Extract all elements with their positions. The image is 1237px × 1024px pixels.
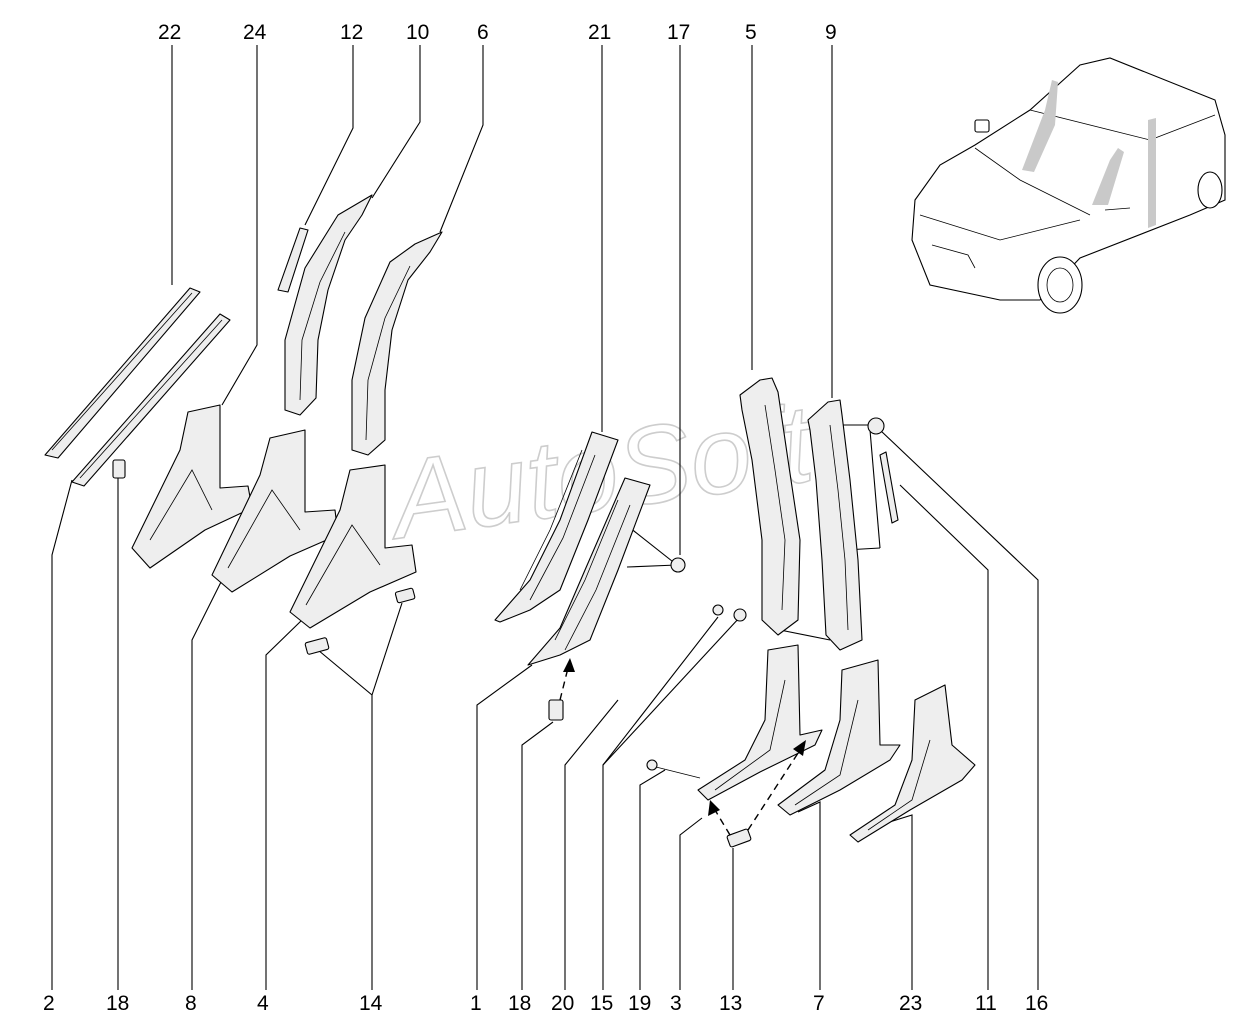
part-3-pillar-lower-trim xyxy=(697,644,823,801)
callout-8: 8 xyxy=(185,992,197,1015)
part-21-b-pillar-lower-trim xyxy=(494,431,619,623)
part-19-screw xyxy=(646,759,701,779)
leader-lines-bottom xyxy=(51,424,1039,990)
callout-5: 5 xyxy=(745,21,757,44)
part-14-clip-b xyxy=(394,587,416,604)
callout-18-left: 18 xyxy=(106,992,129,1015)
callout-19: 19 xyxy=(628,992,651,1015)
part-15-clip-b xyxy=(733,608,747,622)
callout-24: 24 xyxy=(243,21,267,44)
callout-14: 14 xyxy=(359,992,383,1015)
part-8-pillar-lower-trim xyxy=(211,429,339,593)
vehicle-locator-illustration xyxy=(911,57,1226,314)
part-13-clip xyxy=(726,828,752,848)
callout-3: 3 xyxy=(670,992,682,1015)
callout-15: 15 xyxy=(590,992,613,1015)
part-9-b-pillar-upper-trim xyxy=(807,399,863,651)
callout-20: 20 xyxy=(551,992,574,1015)
part-14-clip-a xyxy=(304,637,330,655)
callout-11: 11 xyxy=(975,992,997,1015)
part-6-a-pillar-upper-trim xyxy=(351,231,443,456)
part-15-clip-a xyxy=(712,604,724,616)
part-4-pillar-lower-trim xyxy=(289,464,417,629)
part-1-b-pillar-trim xyxy=(527,477,651,666)
callout-12: 12 xyxy=(340,21,363,44)
part-5-b-pillar-upper-trim xyxy=(739,377,801,636)
part-23-rear-pillar-trim xyxy=(849,684,976,843)
part-18-clip-left xyxy=(112,459,126,479)
leader-lines-top xyxy=(171,45,833,555)
assembly-arrows-13 xyxy=(708,740,806,836)
callout-13: 13 xyxy=(719,992,742,1015)
part-18-clip-center xyxy=(548,699,564,721)
part-24-pillar-lower-trim xyxy=(131,404,253,569)
callout-22: 22 xyxy=(158,21,181,44)
part-17-clip xyxy=(670,557,686,573)
callout-18-center: 18 xyxy=(508,992,531,1015)
callout-23: 23 xyxy=(899,992,922,1015)
callout-10: 10 xyxy=(406,21,429,44)
callout-17: 17 xyxy=(667,21,690,44)
callout-2: 2 xyxy=(43,992,55,1015)
part-16-clip xyxy=(867,417,885,435)
callout-9: 9 xyxy=(825,21,837,44)
callout-6: 6 xyxy=(477,21,489,44)
part-12-seal-strip xyxy=(277,227,309,293)
callout-21: 21 xyxy=(588,21,611,44)
part-22-roof-rail-trim xyxy=(44,287,201,459)
part-2-roof-rail-trim xyxy=(71,313,231,487)
part-7-pillar-lower-trim xyxy=(777,659,901,816)
callout-4: 4 xyxy=(257,992,269,1015)
assembly-arrow-20 xyxy=(559,658,575,701)
callout-16: 16 xyxy=(1025,992,1048,1015)
callout-1: 1 xyxy=(470,992,482,1015)
part-11-seal-strip xyxy=(879,451,899,524)
part-10-a-pillar-upper-trim xyxy=(284,194,373,416)
callout-7: 7 xyxy=(813,992,825,1015)
